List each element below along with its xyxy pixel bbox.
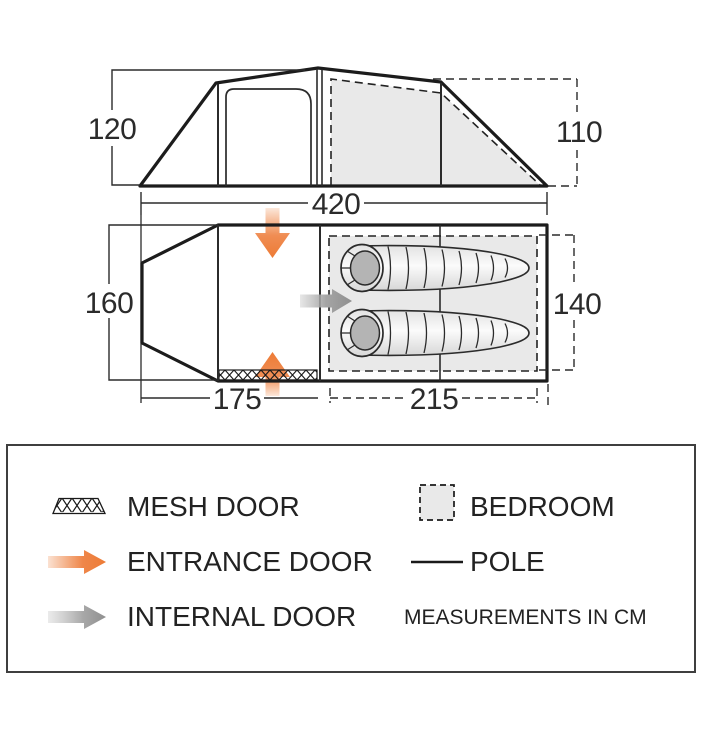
mesh-door-strip	[218, 369, 318, 381]
dim-bedroom-width: 140	[553, 288, 602, 321]
legend-bedroom-label: BEDROOM	[470, 491, 615, 522]
internal-door-icon	[48, 605, 106, 629]
internal-door-arrow	[300, 289, 352, 313]
entrance-door-arrow-top	[255, 208, 290, 258]
dim-140-bracket	[539, 234, 575, 371]
dim-215-line	[329, 384, 549, 406]
legend-measurements-note: MEASUREMENTS IN CM	[404, 606, 647, 629]
side-bedroom-dashed-outline	[330, 78, 541, 186]
dim-living-width: 160	[85, 287, 134, 320]
dim-120-bracket	[111, 69, 305, 186]
floor-plan-diagram: 160 140 175 215	[85, 208, 602, 416]
dim-total-length: 420	[312, 188, 361, 221]
diagram-canvas: 120 110 420	[85, 66, 603, 416]
entrance-door-icon	[48, 550, 106, 574]
legend-mesh-door-label: MESH DOOR	[127, 491, 300, 522]
dim-living-length: 175	[213, 383, 262, 416]
dim-420-line	[140, 192, 548, 215]
dim-rear-height: 110	[556, 116, 602, 149]
dim-160-bracket	[108, 224, 218, 381]
side-bedroom-area	[331, 79, 540, 185]
side-door-outline	[225, 88, 312, 186]
dim-bedroom-length: 215	[410, 383, 459, 416]
legend-box: MESH DOOR ENTRANCE DOOR	[6, 444, 696, 673]
pole-icon	[411, 560, 463, 564]
legend-entrance-door-label: ENTRANCE DOOR	[127, 546, 373, 577]
side-divider-lines	[316, 69, 323, 186]
bedroom-swatch-icon	[419, 484, 455, 521]
dim-front-height: 120	[88, 113, 137, 146]
side-view-diagram: 120 110 420	[88, 66, 603, 221]
dim-110-bracket	[433, 78, 578, 187]
legend-internal-door-label: INTERNAL DOOR	[127, 601, 357, 632]
mesh-door-icon	[52, 497, 107, 515]
tent-side-outline	[138, 66, 549, 188]
sleeping-bag-top	[340, 243, 530, 293]
sleeping-bag-bottom	[340, 308, 530, 358]
legend-pole-label: POLE	[470, 546, 545, 577]
